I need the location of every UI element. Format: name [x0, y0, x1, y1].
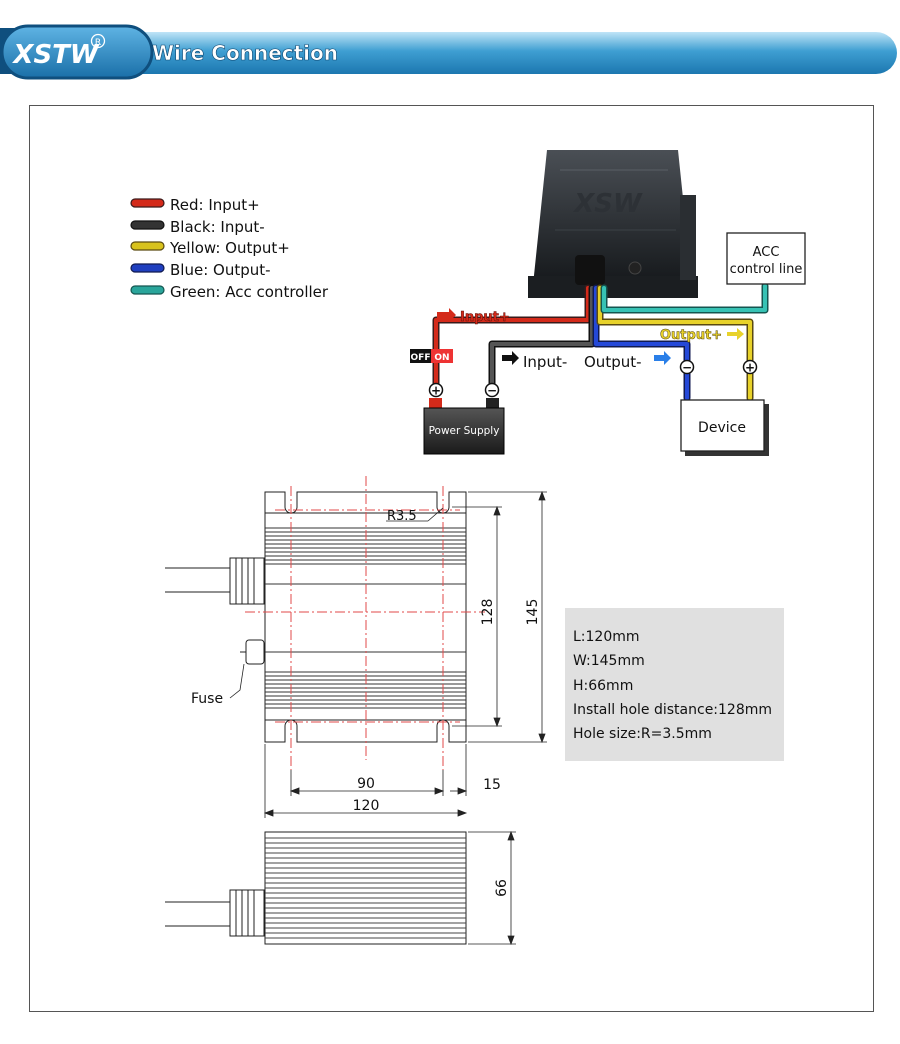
- side-view-drawing: [165, 831, 467, 945]
- dim-15: 15: [483, 777, 501, 793]
- legend-item-black: Black: Input-: [130, 218, 265, 236]
- power-supply-battery: Power Supply: [423, 398, 505, 455]
- svg-text:Green: Acc controller: Green: Acc controller: [170, 283, 329, 301]
- spec-box: L:120mm W:145mm H:66mm Install hole dist…: [565, 608, 784, 761]
- svg-text:+: +: [431, 384, 441, 398]
- registered-mark: R: [95, 38, 101, 48]
- converter-logo: XSW: [572, 189, 643, 219]
- wire-legend: Red: Input+ Black: Input- Yellow: Output…: [130, 196, 329, 301]
- svg-text:Input+: Input+: [460, 310, 510, 325]
- legend-item-yellow: Yellow: Output+: [130, 239, 290, 257]
- dimension-labels: R3.5 128 145 90 15 120 Fuse 66: [191, 509, 541, 897]
- legend-item-green: Green: Acc controller: [130, 283, 329, 301]
- svg-text:Yellow: Output+: Yellow: Output+: [169, 239, 290, 257]
- svg-text:ACC: ACC: [753, 245, 780, 260]
- legend-item-red: Red: Input+: [130, 196, 260, 214]
- fuse-label: Fuse: [191, 691, 223, 707]
- spec-hole-size: Hole size:R=3.5mm: [573, 726, 712, 743]
- svg-text:Device: Device: [698, 420, 746, 436]
- output-minus-label: Output-: [584, 351, 671, 371]
- svg-text:Red: Input+: Red: Input+: [170, 196, 260, 214]
- dim-128: 128: [480, 599, 496, 626]
- logo-text: XSTW: [11, 40, 100, 70]
- svg-text:−: −: [682, 361, 692, 375]
- svg-text:Power Supply: Power Supply: [429, 425, 500, 437]
- svg-text:Output+: Output+: [660, 328, 722, 343]
- title-bar: [115, 32, 897, 74]
- svg-text:Output-: Output-: [584, 353, 642, 371]
- legend-item-blue: Blue: Output-: [130, 261, 271, 279]
- dim-66: 66: [494, 879, 510, 897]
- spec-hole-distance: Install hole distance:128mm: [573, 701, 773, 718]
- output-plus-label: Output+: [660, 328, 744, 343]
- svg-text:control line: control line: [730, 262, 803, 277]
- input-minus-label: Input-: [502, 351, 567, 371]
- dimension-lines: [229, 490, 547, 946]
- header-banner: XSTW R Wire Connection: [0, 24, 897, 80]
- svg-text:ON: ON: [434, 353, 449, 363]
- converter-unit: XSW: [528, 150, 698, 298]
- terminal-symbols: + − − +: [428, 359, 758, 398]
- device-box: Device: [680, 399, 769, 456]
- spec-height: H:66mm: [573, 677, 634, 694]
- svg-text:+: +: [745, 361, 755, 375]
- on-off-switch: OFF ON: [410, 349, 453, 363]
- svg-text:Blue: Output-: Blue: Output-: [170, 261, 271, 279]
- svg-text:−: −: [487, 384, 497, 398]
- spec-width: W:145mm: [573, 653, 645, 670]
- page-title: Wire Connection: [152, 41, 338, 65]
- spec-length: L:120mm: [573, 629, 640, 645]
- svg-text:Black: Input-: Black: Input-: [170, 218, 265, 236]
- logo-badge: [0, 24, 154, 80]
- input-plus-label: Input+: [437, 308, 510, 325]
- svg-text:OFF: OFF: [411, 353, 431, 363]
- content-frame: [29, 105, 874, 1012]
- center-lines: [245, 476, 485, 770]
- dim-90: 90: [357, 776, 375, 792]
- dim-120: 120: [353, 798, 380, 814]
- dim-145: 145: [525, 599, 541, 626]
- dim-r35: R3.5: [387, 509, 417, 524]
- acc-control-box: ACC control line: [726, 232, 806, 285]
- svg-text:Input-: Input-: [523, 353, 567, 371]
